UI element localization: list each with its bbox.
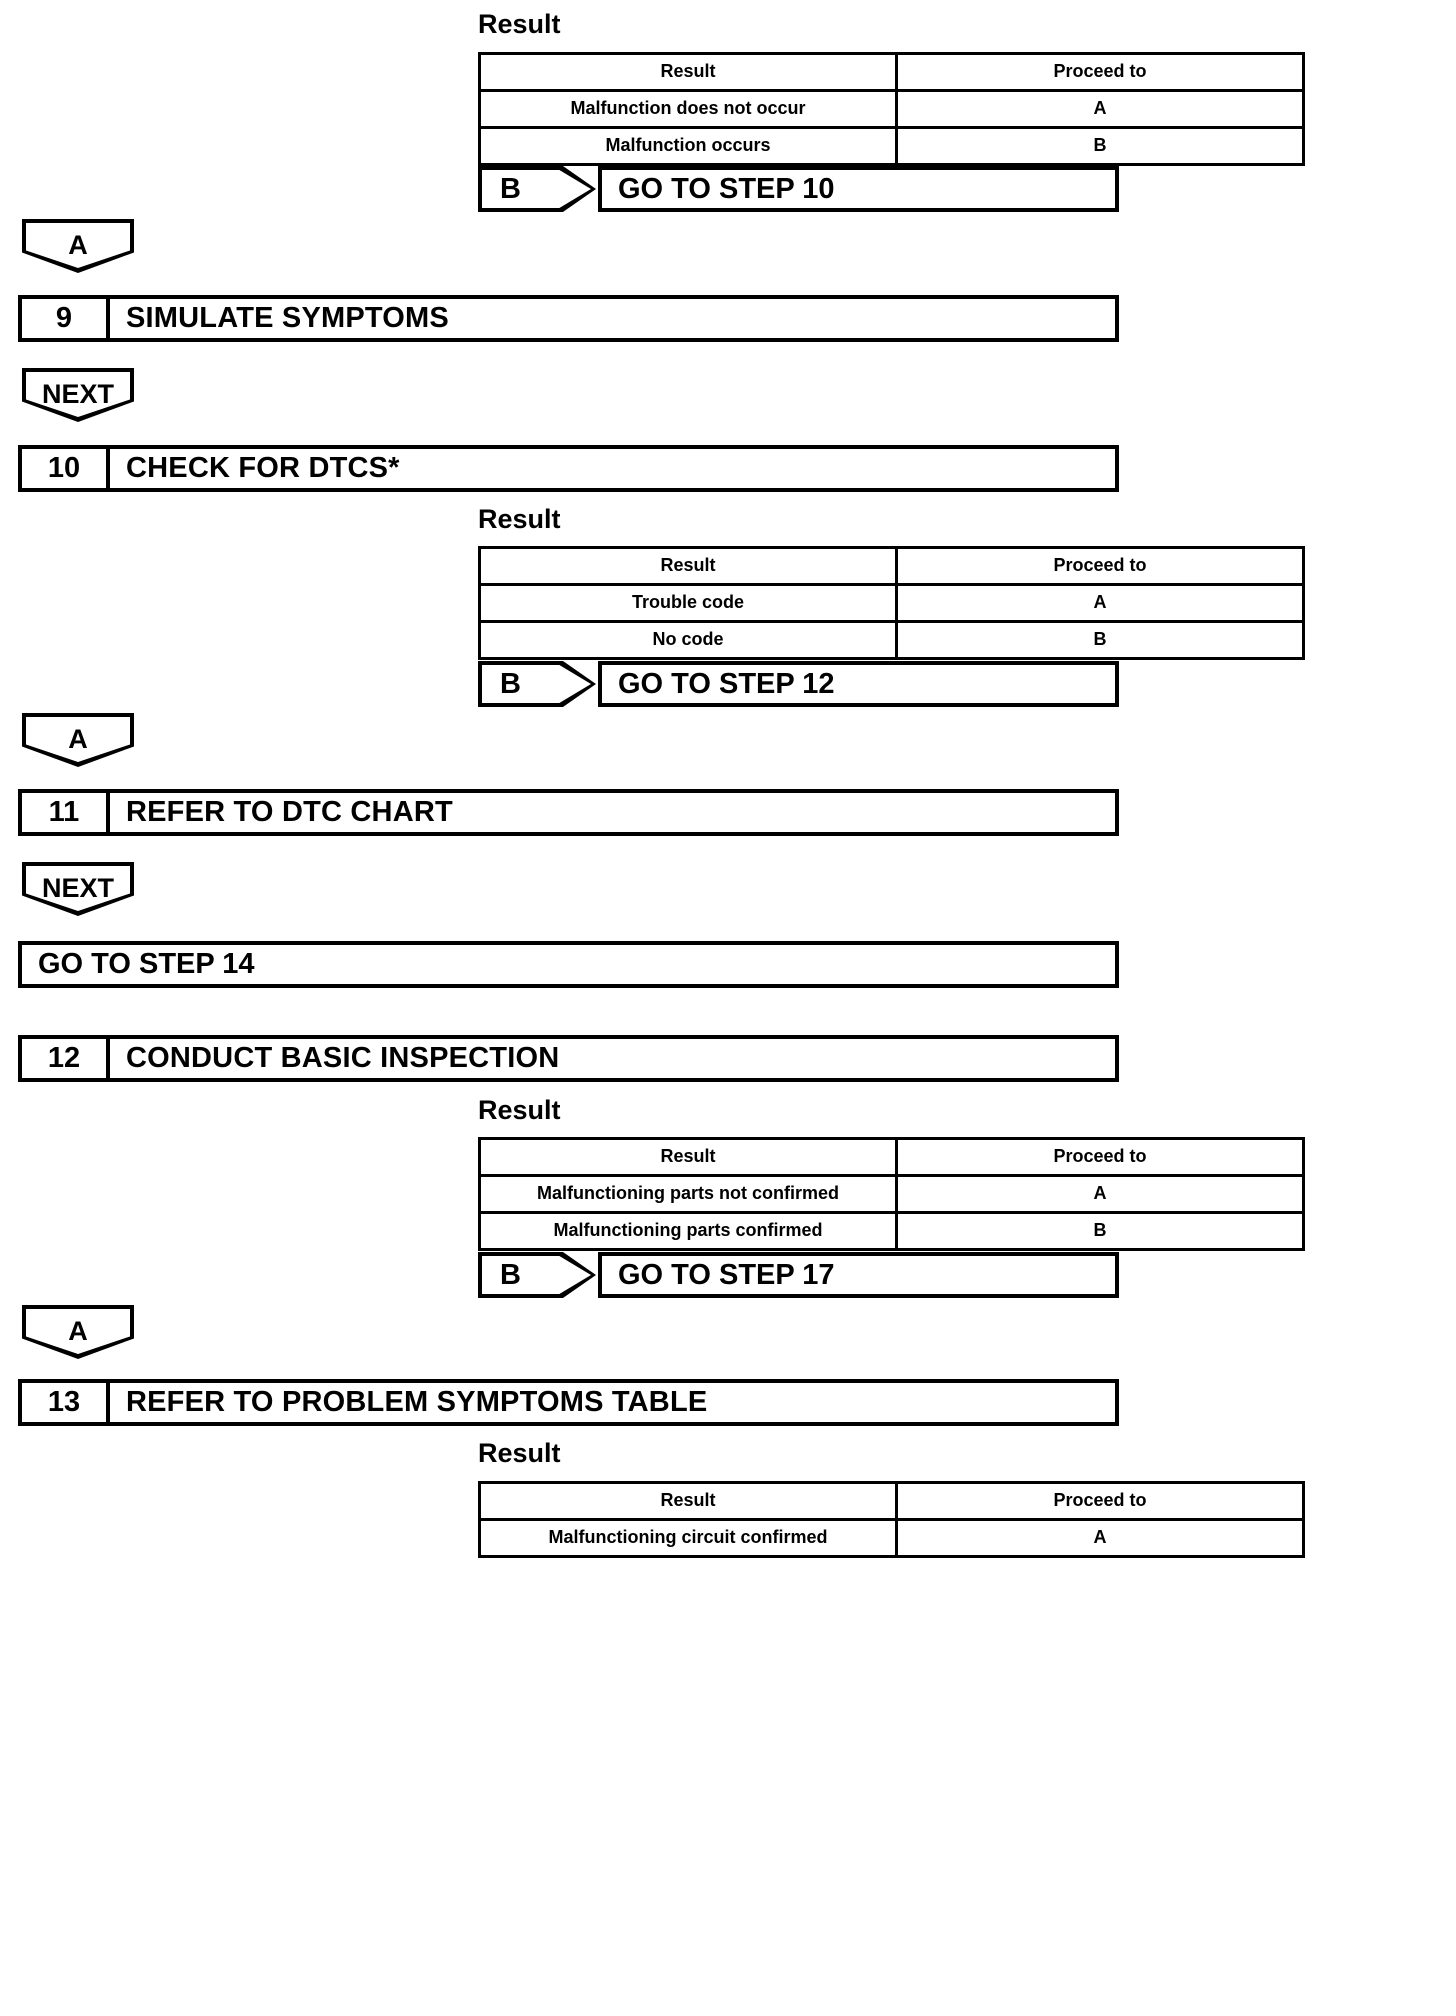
- cell-result: Malfunction does not occur: [478, 89, 898, 129]
- step-box-13[interactable]: 13 REFER TO PROBLEM SYMPTOMS TABLE: [18, 1379, 1119, 1426]
- step-box-11[interactable]: 11 REFER TO DTC CHART: [18, 789, 1119, 836]
- result-table-2: Result Proceed to Trouble code A No code…: [478, 546, 1305, 660]
- table-row: Trouble code A: [478, 583, 1305, 623]
- step-box-12[interactable]: 12 CONDUCT BASIC INSPECTION: [18, 1035, 1119, 1082]
- step-title-12: CONDUCT BASIC INSPECTION: [126, 1042, 560, 1074]
- branch-tag-b-2: B: [478, 661, 596, 707]
- table-header-row: Result Proceed to: [478, 52, 1305, 92]
- header-proceed: Proceed to: [895, 52, 1305, 92]
- step-number-9: 9: [22, 299, 110, 338]
- goto-step-10-bar[interactable]: GO TO STEP 10: [598, 166, 1119, 212]
- step-title-9: SIMULATE SYMPTOMS: [126, 302, 449, 334]
- table-row: Malfunctioning parts not confirmed A: [478, 1174, 1305, 1214]
- step-box-10[interactable]: 10 CHECK FOR DTCS*: [18, 445, 1119, 492]
- header-result: Result: [478, 546, 898, 586]
- step-title-10: CHECK FOR DTCS*: [126, 452, 400, 484]
- result-table-4: Result Proceed to Malfunctioning circuit…: [478, 1481, 1305, 1558]
- branch-tag-label: B: [500, 667, 521, 700]
- connector-label: A: [68, 1316, 88, 1346]
- goto-step-12-bar[interactable]: GO TO STEP 12: [598, 661, 1119, 707]
- connector-next-1: NEXT: [22, 368, 134, 422]
- step-title-11: REFER TO DTC CHART: [126, 796, 453, 828]
- goto-step-14-bar[interactable]: GO TO STEP 14: [18, 941, 1119, 988]
- table-header-row: Result Proceed to: [478, 546, 1305, 586]
- goto-step-17-bar[interactable]: GO TO STEP 17: [598, 1252, 1119, 1298]
- result-table-3: Result Proceed to Malfunctioning parts n…: [478, 1137, 1305, 1251]
- result-label-4: Result: [478, 1438, 561, 1468]
- cell-proceed: B: [895, 620, 1305, 660]
- table-row: Malfunction does not occur A: [478, 89, 1305, 129]
- cell-proceed: A: [895, 1174, 1305, 1214]
- cell-result: Malfunctioning parts confirmed: [478, 1211, 898, 1251]
- step-number-13: 13: [22, 1383, 110, 1422]
- result-label-3: Result: [478, 1095, 561, 1125]
- cell-result: No code: [478, 620, 898, 660]
- cell-proceed: A: [895, 89, 1305, 129]
- table-header-row: Result Proceed to: [478, 1481, 1305, 1521]
- step-number-11: 11: [22, 793, 110, 832]
- step-number-10: 10: [22, 449, 110, 488]
- branch-tag-label: B: [500, 1258, 521, 1291]
- step-box-9[interactable]: 9 SIMULATE SYMPTOMS: [18, 295, 1119, 342]
- cell-proceed: A: [895, 1518, 1305, 1558]
- table-row: Malfunctioning parts confirmed B: [478, 1211, 1305, 1251]
- cell-proceed: B: [895, 1211, 1305, 1251]
- result-table-1: Result Proceed to Malfunction does not o…: [478, 52, 1305, 166]
- connector-a-1: A: [22, 219, 134, 273]
- step-number-12: 12: [22, 1039, 110, 1078]
- header-proceed: Proceed to: [895, 1481, 1305, 1521]
- connector-a-2: A: [22, 713, 134, 767]
- cell-proceed: B: [895, 126, 1305, 166]
- connector-a-3: A: [22, 1305, 134, 1359]
- header-result: Result: [478, 52, 898, 92]
- connector-next-2: NEXT: [22, 862, 134, 916]
- connector-label: A: [68, 724, 88, 754]
- header-result: Result: [478, 1481, 898, 1521]
- table-row: Malfunctioning circuit confirmed A: [478, 1518, 1305, 1558]
- step-title-13: REFER TO PROBLEM SYMPTOMS TABLE: [126, 1386, 708, 1418]
- branch-tag-label: B: [500, 172, 521, 205]
- connector-label: A: [68, 230, 88, 260]
- cell-proceed: A: [895, 583, 1305, 623]
- cell-result: Trouble code: [478, 583, 898, 623]
- connector-label: NEXT: [41, 873, 114, 903]
- cell-result: Malfunctioning circuit confirmed: [478, 1518, 898, 1558]
- table-row: Malfunction occurs B: [478, 126, 1305, 166]
- header-proceed: Proceed to: [895, 1137, 1305, 1177]
- table-row: No code B: [478, 620, 1305, 660]
- cell-result: Malfunction occurs: [478, 126, 898, 166]
- result-label-1: Result: [478, 9, 561, 39]
- header-proceed: Proceed to: [895, 546, 1305, 586]
- branch-tag-b-3: B: [478, 1252, 596, 1298]
- connector-label: NEXT: [41, 379, 114, 409]
- branch-tag-b-1: B: [478, 166, 596, 212]
- header-result: Result: [478, 1137, 898, 1177]
- cell-result: Malfunctioning parts not confirmed: [478, 1174, 898, 1214]
- table-header-row: Result Proceed to: [478, 1137, 1305, 1177]
- result-label-2: Result: [478, 504, 561, 534]
